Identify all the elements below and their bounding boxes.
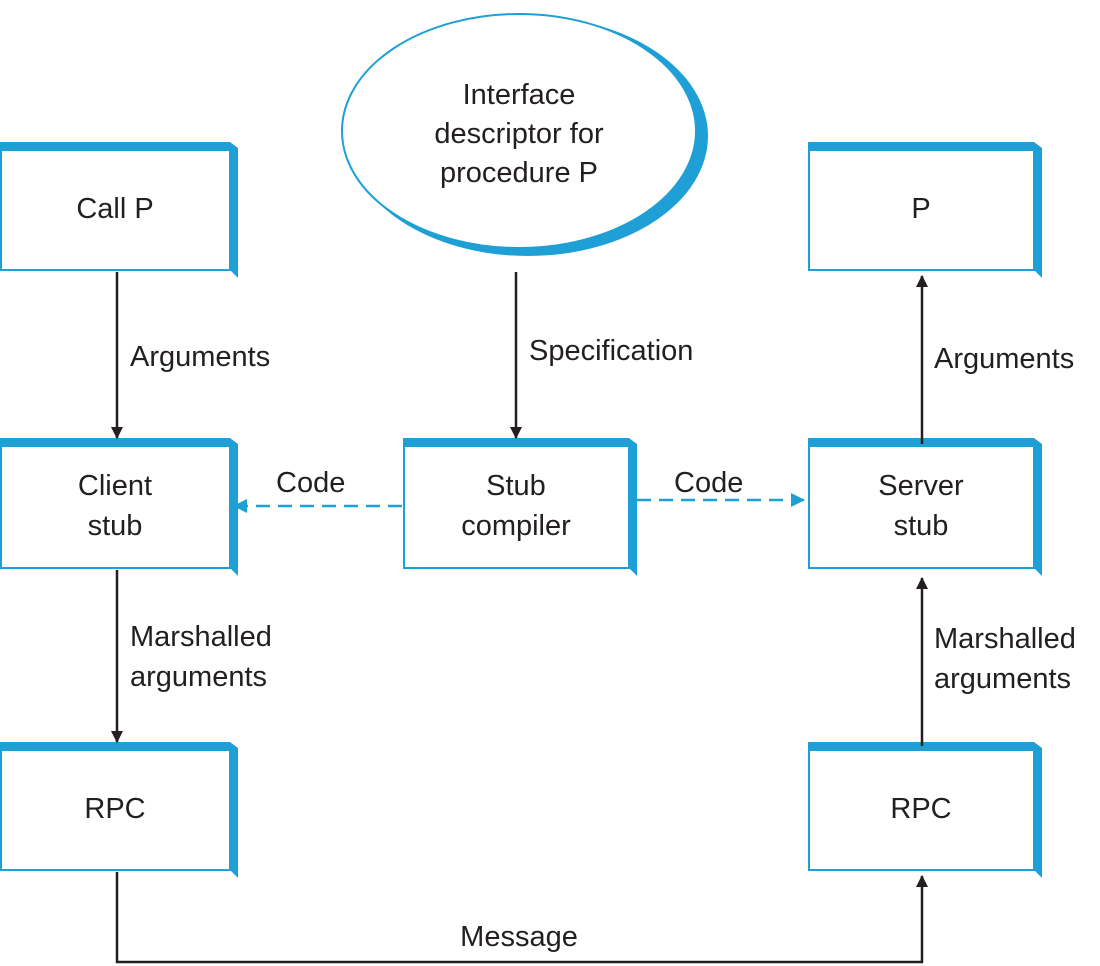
client-stub-label-line-2: stub [88, 510, 143, 542]
arrow-message-rpc-to-rpc [115, 872, 928, 964]
rpc-client-node: RPC [0, 742, 238, 878]
client-marshalled-label-line-1: Marshalled [130, 621, 272, 653]
stub-compiler-label-line-1: Stub [486, 470, 546, 502]
server-stub-label-line-2: stub [894, 510, 949, 542]
client-stub-node: Client stub [0, 438, 238, 576]
rpc-server-label: RPC [890, 793, 951, 825]
call-p-label: Call P [76, 193, 153, 225]
client-arguments-label: Arguments [130, 341, 270, 373]
client-stub-label-line-1: Client [78, 470, 152, 502]
client-marshalled-label-line-2: arguments [130, 661, 267, 693]
rpc-client-label: RPC [84, 793, 145, 825]
server-marshalled-label-line-2: arguments [934, 663, 1071, 695]
interface-descriptor-label-line-3: procedure P [440, 157, 598, 189]
server-marshalled-label-line-1: Marshalled [934, 623, 1076, 655]
p-label: P [911, 193, 930, 225]
code-left-label: Code [276, 467, 345, 499]
server-stub-node: Server stub [808, 438, 1042, 576]
interface-descriptor-label-line-1: Interface [463, 79, 576, 111]
p-node: P [808, 142, 1042, 278]
message-label: Message [460, 921, 578, 953]
interface-descriptor-node: Interface descriptor for procedure P [341, 13, 708, 256]
stub-compiler-node: Stub compiler [403, 438, 637, 576]
code-right-label: Code [674, 467, 743, 499]
rpc-server-node: RPC [808, 742, 1042, 878]
server-stub-label-line-1: Server [878, 470, 964, 502]
specification-label: Specification [529, 335, 693, 367]
stub-compiler-label-line-2: compiler [461, 510, 571, 542]
interface-descriptor-label-line-2: descriptor for [434, 118, 604, 150]
call-p-node: Call P [0, 142, 238, 278]
server-arguments-label: Arguments [934, 343, 1074, 375]
